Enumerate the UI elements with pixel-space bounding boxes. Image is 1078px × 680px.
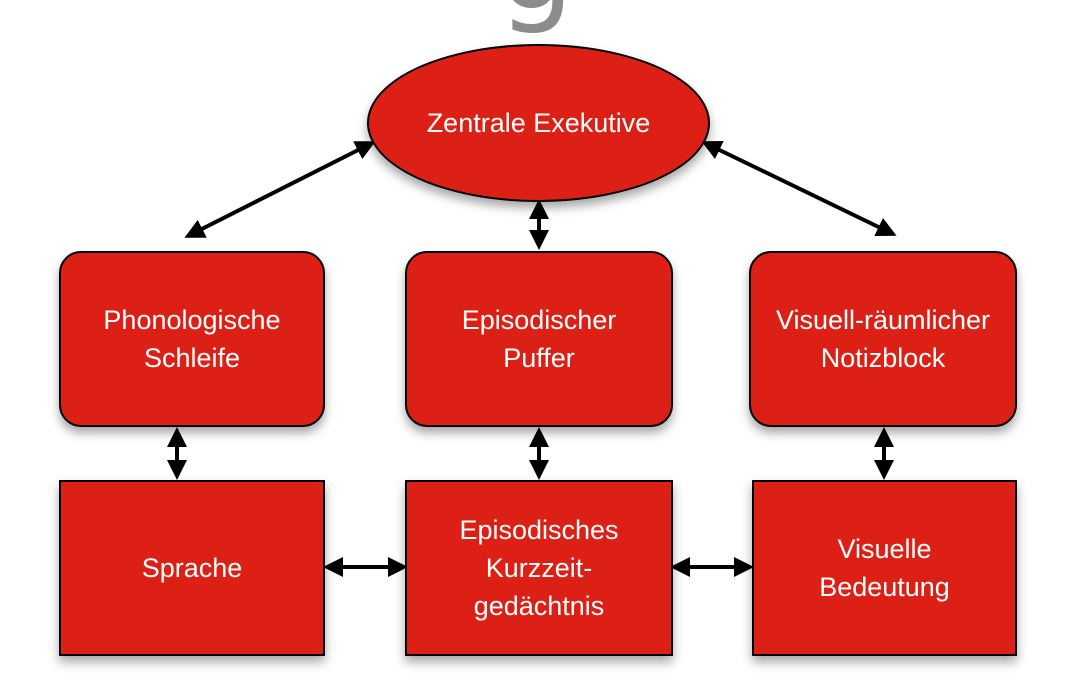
title-fragment: g [0, 0, 1078, 28]
node-central-executive-label: Zentrale Exekutive [426, 108, 651, 138]
node-language-label: Sprache [141, 553, 243, 583]
arrow-central-phonological [184, 141, 376, 238]
arrow-central-visuospatial [701, 140, 897, 237]
node-central-executive: Zentrale Exekutive [367, 44, 710, 202]
node-visual-meaning-label: Visuelle Bedeutung [819, 534, 950, 602]
node-episodic-stm-label: Episodisches Kurzzeit- gedächtnis [459, 515, 619, 621]
node-phonological-loop-label: Phonologische Schleife [103, 305, 281, 373]
node-phonological-loop: Phonologische Schleife [59, 251, 325, 427]
node-visual-meaning: Visuelle Bedeutung [752, 480, 1017, 656]
node-visuospatial-sketchpad: Visuell-räumlicher Notizblock [749, 251, 1017, 427]
node-episodic-stm: Episodisches Kurzzeit- gedächtnis [405, 480, 673, 656]
node-language: Sprache [59, 480, 325, 656]
node-episodic-buffer: Episodischer Puffer [405, 251, 673, 427]
node-episodic-buffer-label: Episodischer Puffer [461, 305, 617, 373]
node-visuospatial-sketchpad-label: Visuell-räumlicher Notizblock [775, 305, 991, 373]
